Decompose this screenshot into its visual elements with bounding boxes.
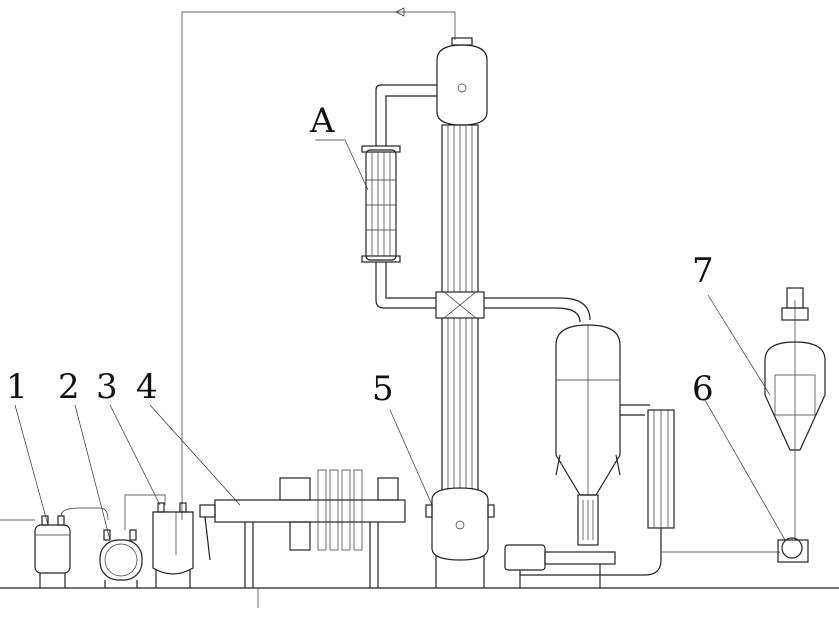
label-1: 1 bbox=[6, 370, 28, 404]
tank-1 bbox=[35, 508, 108, 588]
leader-lines bbox=[15, 140, 785, 540]
screw-pump bbox=[505, 545, 615, 588]
filter-press-4 bbox=[200, 470, 405, 608]
pump-6 bbox=[778, 538, 808, 562]
label-7: 7 bbox=[692, 254, 714, 288]
label-a: A bbox=[310, 104, 335, 138]
evaporator-column bbox=[436, 125, 484, 490]
heat-exchanger-a bbox=[362, 85, 440, 308]
separator-vessel bbox=[437, 38, 487, 125]
return-line bbox=[182, 12, 455, 520]
label-5: 5 bbox=[372, 372, 394, 406]
label-3: 3 bbox=[96, 370, 118, 404]
label-4: 4 bbox=[136, 370, 158, 404]
crystallizer-vessel bbox=[556, 325, 650, 545]
tank-3 bbox=[153, 503, 193, 588]
vapor-pipe bbox=[484, 298, 590, 320]
reactor-7 bbox=[765, 288, 825, 540]
label-6: 6 bbox=[692, 372, 714, 406]
label-2: 2 bbox=[58, 370, 80, 404]
receiver-vessel-5 bbox=[426, 488, 494, 588]
drum-2 bbox=[100, 495, 165, 588]
